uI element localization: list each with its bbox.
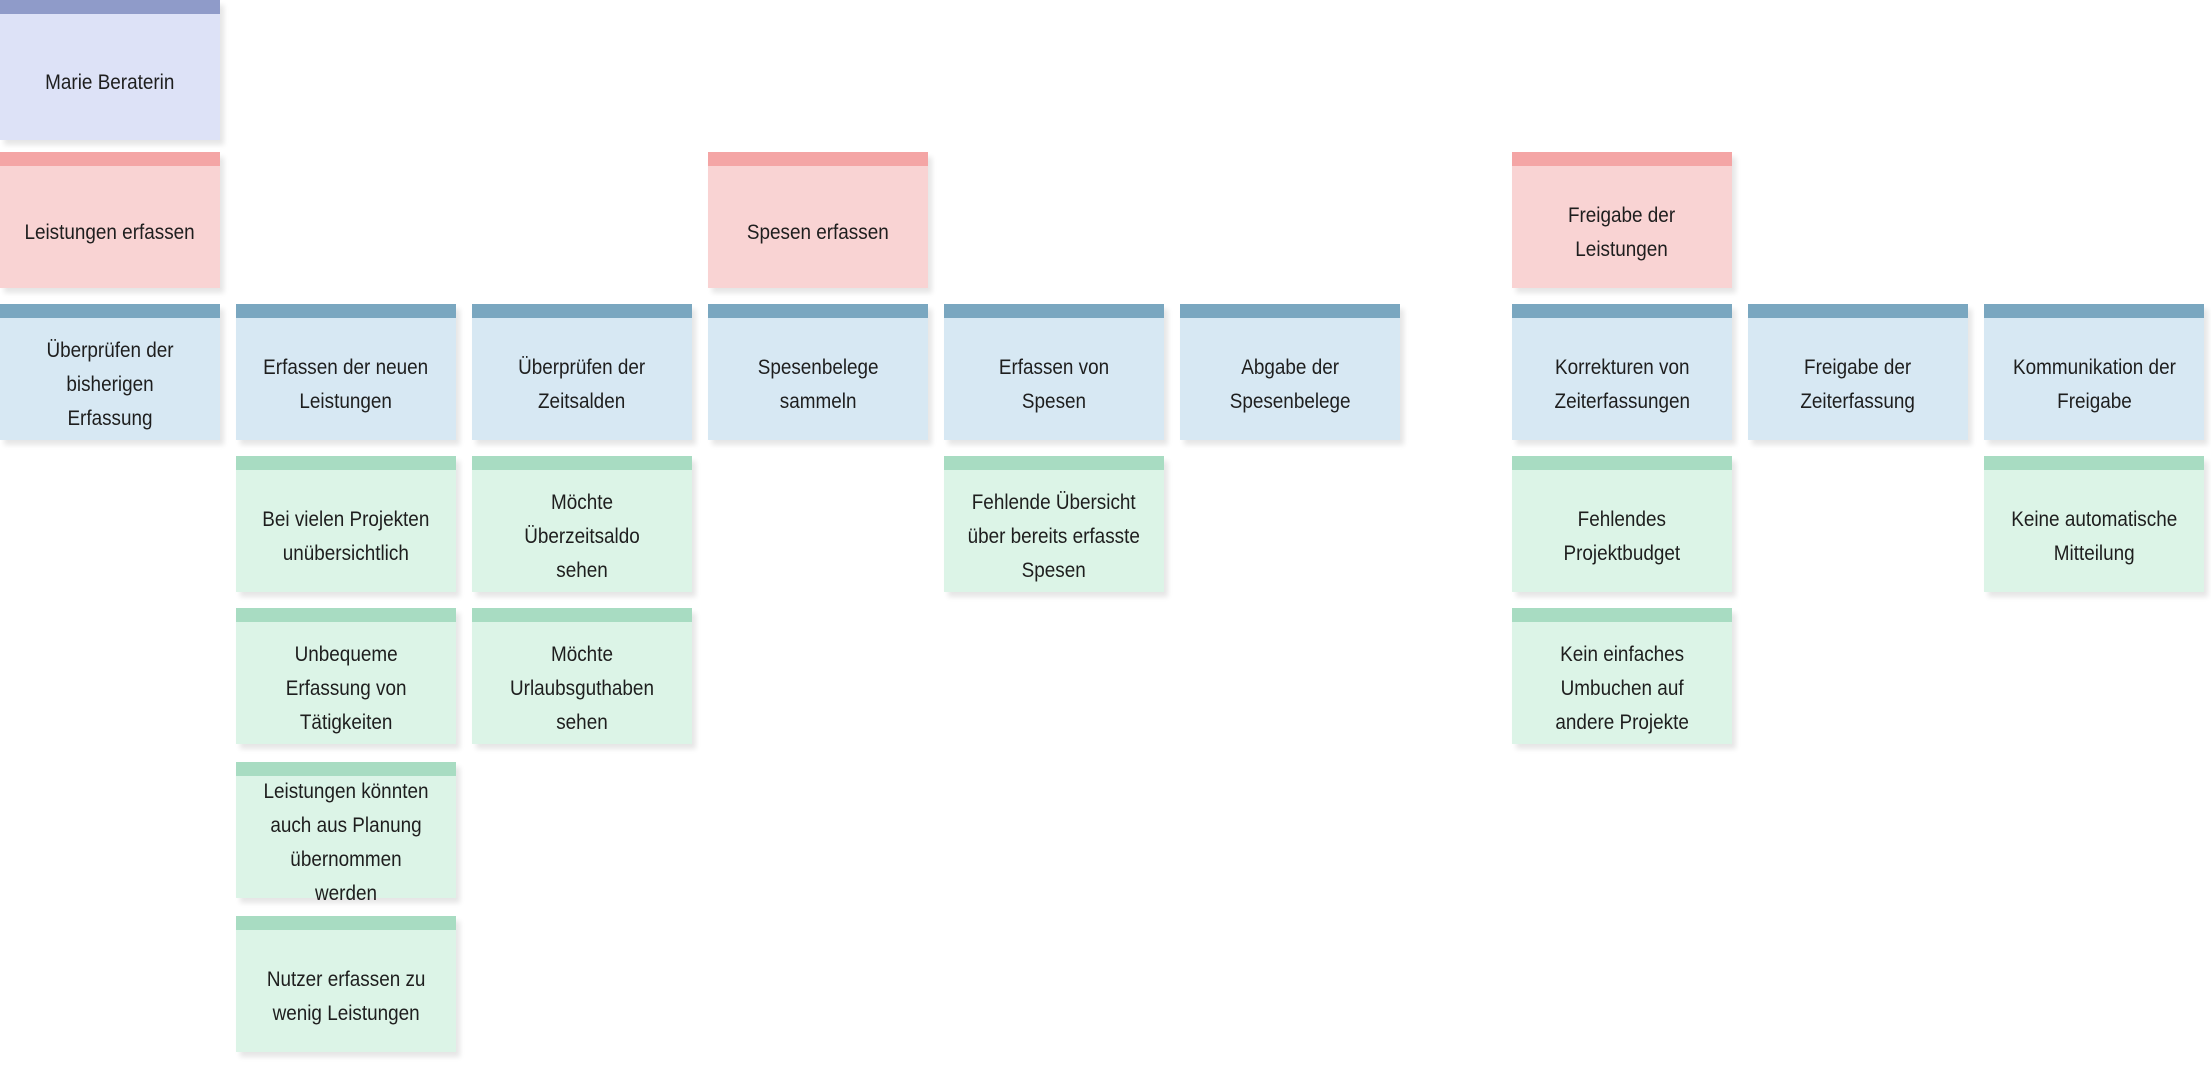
task-note-label: Erfassen von Spesen bbox=[998, 356, 1110, 413]
activity-note-leistungen-label: Leistungen erfassen bbox=[24, 221, 196, 244]
task-note: Erfassen von Spesen bbox=[944, 304, 1164, 440]
activity-note-spesen-label: Spesen erfassen bbox=[747, 221, 889, 244]
activity-note-leistungen: Leistungen erfassen bbox=[0, 152, 220, 288]
activity-note-spesen: Spesen erfassen bbox=[708, 152, 928, 288]
persona-label: Marie Beraterin bbox=[45, 71, 175, 94]
persona-note: Marie Beraterin bbox=[0, 0, 220, 140]
